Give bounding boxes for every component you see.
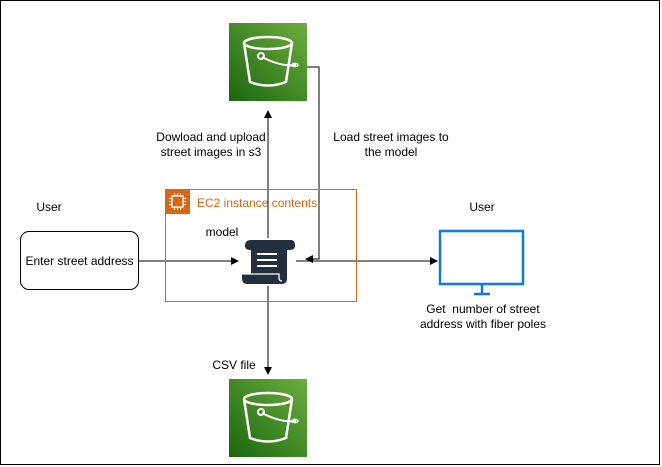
- monitor-caption-line1: Get number of street: [426, 302, 540, 316]
- edge-label-csv: CSV file: [212, 358, 256, 372]
- script-scroll-icon: [242, 240, 295, 284]
- user-left-label: User: [36, 200, 62, 214]
- monitor-icon: [438, 229, 525, 296]
- ec2-instance-group: [165, 189, 357, 302]
- edge-label-load-line1: Load street images to: [333, 130, 449, 144]
- s3-bucket-top: [229, 23, 307, 101]
- edge-label-upload-line1: Dowload and upload: [156, 130, 266, 144]
- edge-label-load: Load street images to the model: [326, 130, 456, 160]
- ec2-group-title: EC2 instance contents: [197, 196, 318, 210]
- s3-bucket-icon: [242, 35, 299, 87]
- ec2-chip-icon: [165, 189, 190, 214]
- s3-bucket-bottom: [229, 379, 307, 457]
- edge-s3-to-model: [305, 66, 320, 263]
- s3-bucket-icon: [242, 391, 299, 443]
- edge-label-upload: Dowload and upload street images in s3: [150, 130, 272, 160]
- model-label: model: [205, 225, 239, 239]
- edge-label-upload-line2: street images in s3: [160, 145, 262, 159]
- edge-label-load-line2: the model: [364, 145, 418, 159]
- monitor-caption-line2: address with fiber poles: [419, 317, 547, 331]
- monitor-caption: Get number of street address with fiber …: [400, 302, 566, 332]
- user-input-text: Enter street address: [25, 253, 134, 268]
- user-right-label: User: [469, 200, 495, 214]
- user-input-box: Enter street address: [20, 231, 139, 290]
